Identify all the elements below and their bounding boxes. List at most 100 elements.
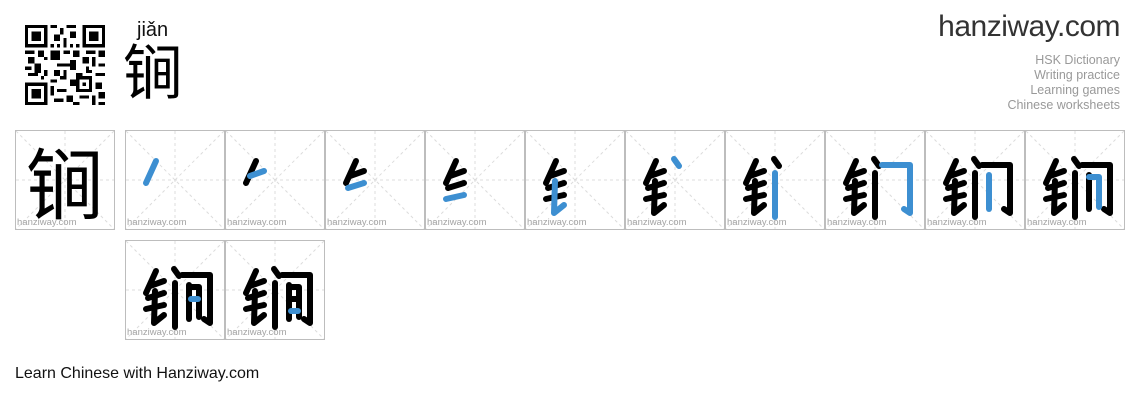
- stroke-6: [971, 156, 982, 169]
- stroke-3: [445, 180, 467, 191]
- stroke-1: [843, 158, 859, 186]
- pinyin: jiǎn: [137, 19, 169, 41]
- stroke-5: [151, 288, 167, 326]
- stroke-5: [651, 178, 667, 216]
- stroke-step-cell: hanziway.com: [625, 130, 725, 230]
- stroke-step-cell: hanziway.com: [825, 130, 925, 230]
- stroke-1: [1043, 158, 1059, 186]
- qr-code: [25, 25, 105, 105]
- cell-watermark: hanziway.com: [327, 217, 387, 228]
- cell-watermark: hanziway.com: [927, 217, 987, 228]
- link-learning-games[interactable]: Learning games: [1030, 83, 1120, 97]
- stroke-8: [879, 162, 913, 216]
- stroke-1: [343, 158, 359, 186]
- grid-guides: [126, 131, 224, 229]
- cell-watermark: hanziway.com: [227, 217, 287, 228]
- stroke-step-7: [743, 156, 782, 220]
- stroke-10: [286, 284, 302, 320]
- brand-logo-domain: .com: [1056, 10, 1121, 43]
- stroke-1: [943, 158, 959, 186]
- stroke-2: [247, 278, 267, 289]
- full-character-glyph: 锏: [25, 142, 104, 232]
- stroke-step-1: [143, 158, 159, 186]
- brand-logo-main: hanziway: [938, 10, 1057, 43]
- grid-guides: [426, 131, 524, 229]
- cell-watermark: hanziway.com: [427, 217, 487, 228]
- stroke-5: [1051, 178, 1067, 216]
- link-hsk-dictionary[interactable]: HSK Dictionary: [1035, 53, 1120, 67]
- cell-watermark: hanziway.com: [1027, 217, 1087, 228]
- stroke-2: [547, 168, 567, 179]
- link-chinese-worksheets[interactable]: Chinese worksheets: [1007, 98, 1120, 112]
- stroke-8: [1079, 162, 1113, 216]
- stroke-step-6: [643, 156, 682, 216]
- stroke-2: [847, 168, 867, 179]
- stroke-step-cell: hanziway.com: [525, 130, 625, 230]
- stroke-5: [851, 178, 867, 216]
- footer-text: Learn Chinese with Hanziway.com: [15, 365, 260, 382]
- stroke-step-2: [243, 158, 267, 186]
- stroke-step-cell: hanziway.com: [225, 240, 325, 340]
- stroke-5: [551, 178, 567, 216]
- cell-watermark: hanziway.com: [727, 217, 787, 228]
- grid-guides: [326, 131, 424, 229]
- stroke-5: [751, 178, 767, 216]
- stroke-3: [345, 180, 367, 191]
- stroke-1: [143, 268, 159, 296]
- stroke-step-5: [543, 158, 567, 216]
- stroke-6: [771, 156, 782, 169]
- stroke-2: [747, 168, 767, 179]
- grid-guides: [226, 131, 324, 229]
- cell-watermark: hanziway.com: [827, 217, 887, 228]
- stroke-2: [647, 168, 667, 179]
- stroke-step-8: [843, 156, 913, 220]
- cell-watermark: hanziway.com: [127, 217, 187, 228]
- grid-guides: [16, 131, 114, 229]
- stroke-1: [643, 158, 659, 186]
- stroke-step-10: [1043, 156, 1113, 220]
- stroke-10: [186, 284, 202, 320]
- main-character: 锏: [123, 39, 183, 109]
- stroke-2: [247, 168, 267, 179]
- cell-watermark: hanziway.com: [627, 217, 687, 228]
- stroke-step-cell: hanziway.com: [725, 130, 825, 230]
- stroke-1: [443, 158, 459, 186]
- stroke-1: [143, 158, 159, 186]
- stroke-8: [979, 162, 1013, 216]
- stroke-step-cell: hanziway.com: [425, 130, 525, 230]
- grid-guides: [626, 131, 724, 229]
- stroke-2: [1047, 168, 1067, 179]
- stroke-6: [271, 266, 282, 279]
- stroke-2: [947, 168, 967, 179]
- stroke-step-cell: hanziway.com: [925, 130, 1025, 230]
- cell-watermark: hanziway.com: [127, 327, 187, 338]
- stroke-2: [347, 168, 367, 179]
- link-writing-practice[interactable]: Writing practice: [1034, 68, 1120, 82]
- stroke-10: [1086, 174, 1102, 210]
- stroke-1: [543, 158, 559, 186]
- stroke-6: [1071, 156, 1082, 169]
- stroke-1: [243, 158, 259, 186]
- cell-watermark: hanziway.com: [227, 327, 287, 338]
- stroke-step-cell: hanziway.com: [1025, 130, 1125, 230]
- stroke-1: [743, 158, 759, 186]
- stroke-6: [671, 156, 682, 169]
- stroke-step-3: [343, 158, 367, 191]
- stroke-step-cell: hanziway.com: [125, 130, 225, 230]
- stroke-step-cell: hanziway.com: [125, 240, 225, 340]
- stroke-6: [171, 266, 182, 279]
- grid-guides: [526, 131, 624, 229]
- stroke-8: [279, 272, 313, 326]
- stroke-5: [951, 178, 967, 216]
- brand-links: HSK Dictionary Writing practice Learning…: [1007, 53, 1120, 113]
- stroke-4: [443, 192, 467, 202]
- stroke-step-4: [443, 158, 467, 202]
- cell-watermark: hanziway.com: [527, 217, 587, 228]
- stroke-2: [447, 168, 467, 179]
- stroke-step-9: [943, 156, 1013, 220]
- brand-logo[interactable]: hanziway.com: [938, 10, 1120, 44]
- stroke-1: [243, 268, 259, 296]
- stroke-step-12: [243, 266, 313, 330]
- cell-watermark: hanziway.com: [17, 217, 77, 228]
